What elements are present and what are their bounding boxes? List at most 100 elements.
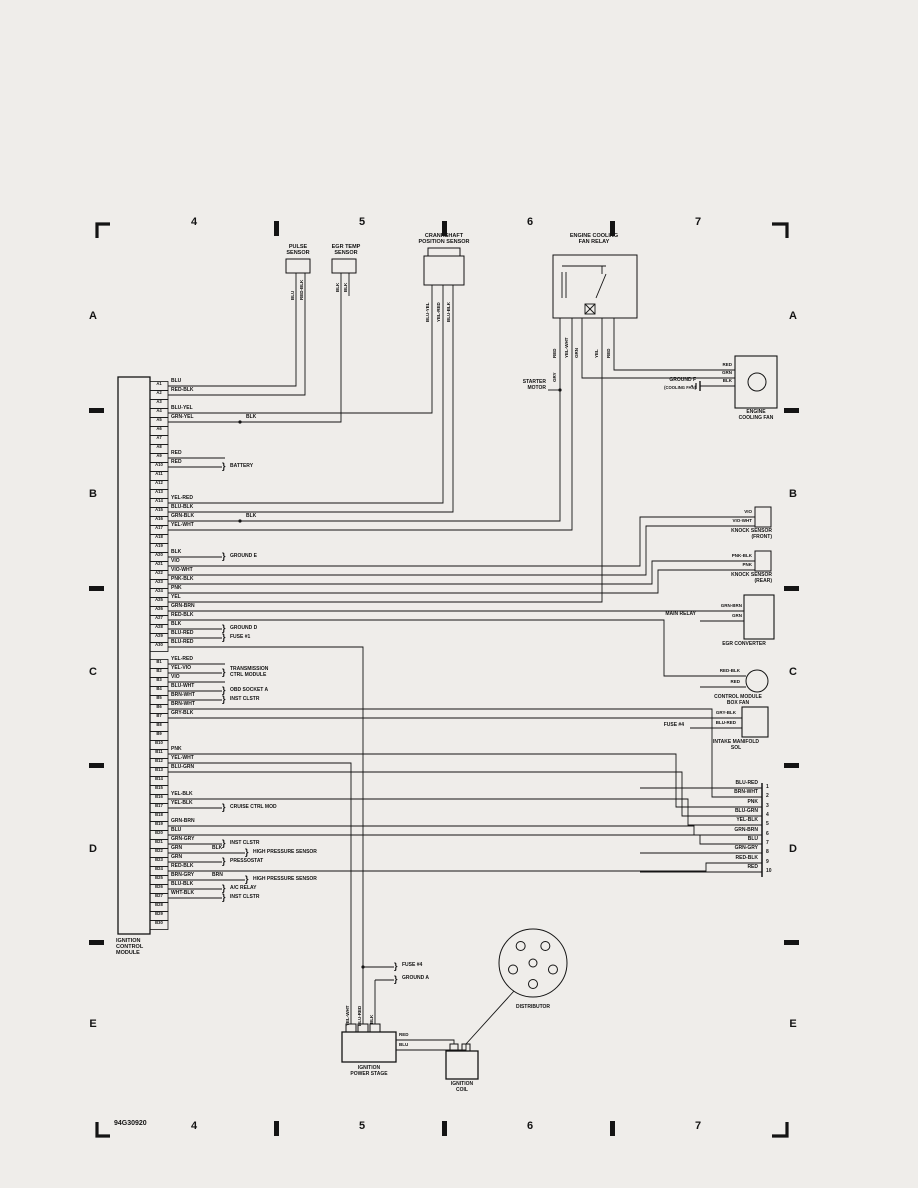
grid-row-label: B (89, 488, 97, 500)
ignition-power-stage-label: IGNITION POWER STAGE (350, 1065, 388, 1077)
wire-line (168, 862, 762, 872)
connector-pin-number: 3 (766, 802, 769, 809)
wire-note: OBD SOCKET A (230, 687, 269, 693)
pin-id: B15 (155, 785, 163, 791)
power-stage-out-label: RED (399, 1032, 409, 1037)
ground-a-note: GROUND A (402, 975, 430, 981)
fuse4-wire-label: GRY-BLK (715, 710, 736, 715)
wire-note-brace: } (222, 551, 226, 561)
pin-id: A3 (156, 399, 162, 405)
distributor-terminal (528, 979, 538, 989)
wire-label-2: BRN (212, 872, 223, 878)
pin-id: A24 (155, 588, 163, 594)
crank-wire-label: BLU-BLK (446, 302, 451, 322)
wire-note: GROUND D (230, 625, 258, 631)
pin-id: A27 (155, 615, 163, 621)
connector-pin-number: 9 (766, 858, 769, 865)
power-stage-terminal (369, 1023, 381, 1033)
pin-id: A28 (155, 624, 163, 630)
wire-note-brace: } (245, 847, 249, 857)
box-fan-wire-label: RED (730, 679, 740, 684)
starter-wire-label: GRY (552, 372, 557, 382)
wire-label: GRN-GRY (171, 836, 195, 842)
wire-note: A/C RELAY (230, 885, 257, 891)
wire-label: GRN-BLK (171, 513, 195, 519)
wire-line (168, 318, 603, 603)
wire-line (168, 525, 755, 576)
tick-mark (610, 1121, 615, 1136)
knock-sensor-rear-box (754, 550, 772, 572)
wire-line (168, 569, 755, 594)
tick-mark (89, 586, 104, 591)
pin-id: B20 (155, 830, 163, 836)
pin-id: A22 (155, 570, 163, 576)
pin-id: A2 (156, 390, 162, 396)
connector-pin-number: 2 (766, 792, 769, 799)
wire-label: BRN-WHT (171, 692, 195, 698)
pulse-sensor-box (285, 258, 311, 274)
wire-note: BATTERY (230, 463, 254, 469)
pin-id: B24 (155, 866, 163, 872)
pulse-sensor-label: PULSE SENSOR (286, 244, 310, 257)
pin-id: B1 (156, 659, 162, 665)
pin-id: B30 (155, 920, 163, 926)
wire-label: RED-BLK (171, 387, 194, 393)
distributor-terminal (540, 941, 551, 952)
knock-sensor-front-box (754, 506, 772, 528)
wire-line (168, 825, 762, 836)
grid-col-label: 7 (694, 216, 702, 228)
pin-id: A7 (156, 435, 162, 441)
wire-note-brace: } (394, 961, 398, 971)
wire-label: PNK (171, 746, 182, 752)
connector-wire-label: BLU-RED (735, 780, 759, 786)
tick-mark (442, 221, 447, 236)
box-fan-label: CONTROL MODULE BOX FAN (714, 694, 762, 706)
wire-line (396, 1044, 467, 1051)
cooling-fan-wire-label: GRN (722, 370, 732, 375)
pin-id: A20 (155, 552, 163, 558)
crank-wire-label: BLU-YEL (425, 302, 430, 323)
grid-row-label: C (789, 666, 797, 678)
wire-label: GRY-BLK (171, 710, 194, 716)
pin-id: B13 (155, 767, 163, 773)
wire-note-brace: } (222, 694, 226, 704)
wire-label: BLU-WHT (171, 683, 195, 689)
intake-manifold-sol-box (741, 706, 769, 738)
wire-line (168, 318, 573, 531)
connector-pin-number: 10 (766, 867, 772, 874)
tick-mark (89, 763, 104, 768)
pulse-sensor-wire-label: RED-BLK (299, 279, 304, 300)
pin-id: A8 (156, 444, 162, 450)
wire-line (613, 318, 735, 371)
wire-note-brace: } (222, 838, 226, 848)
wire-label: BLU-BLK (171, 504, 194, 510)
pin-id: A19 (155, 543, 163, 549)
pin-id: B16 (155, 794, 163, 800)
distributor-terminal (515, 941, 526, 952)
crankshaft-sensor-label: CRANKSHAFT POSITION SENSOR (418, 233, 470, 246)
tick-mark (784, 586, 799, 591)
wire-note-brace: } (222, 623, 226, 633)
pin-id: A4 (156, 408, 162, 414)
wire-label: BLU (171, 378, 182, 384)
grid-row-label: A (89, 310, 97, 322)
wire-line (168, 798, 762, 826)
grid-row-label: E (89, 1018, 97, 1030)
wire-note-brace: } (245, 874, 249, 884)
pin-id: B21 (155, 839, 163, 845)
knock-sensor-rear-label: KNOCK SENSOR (REAR) (731, 572, 772, 584)
pin-id: B8 (156, 722, 162, 728)
pin-id: A15 (155, 507, 163, 513)
corner-mark (95, 1122, 110, 1138)
distributor-center (528, 958, 538, 968)
wire-line (168, 560, 755, 585)
wire-line (168, 285, 433, 414)
box-fan-circle (745, 669, 769, 693)
crankshaft-sensor-connector (427, 247, 461, 257)
power-stage-wire-label: BLU-RED (357, 1005, 362, 1026)
connector-wire-label: BLU-GRN (734, 808, 758, 814)
fuse4-bottom-note: FUSE #4 (402, 962, 423, 968)
crankshaft-sensor-box (423, 255, 465, 286)
wire-label: BRN-GRY (171, 872, 195, 878)
